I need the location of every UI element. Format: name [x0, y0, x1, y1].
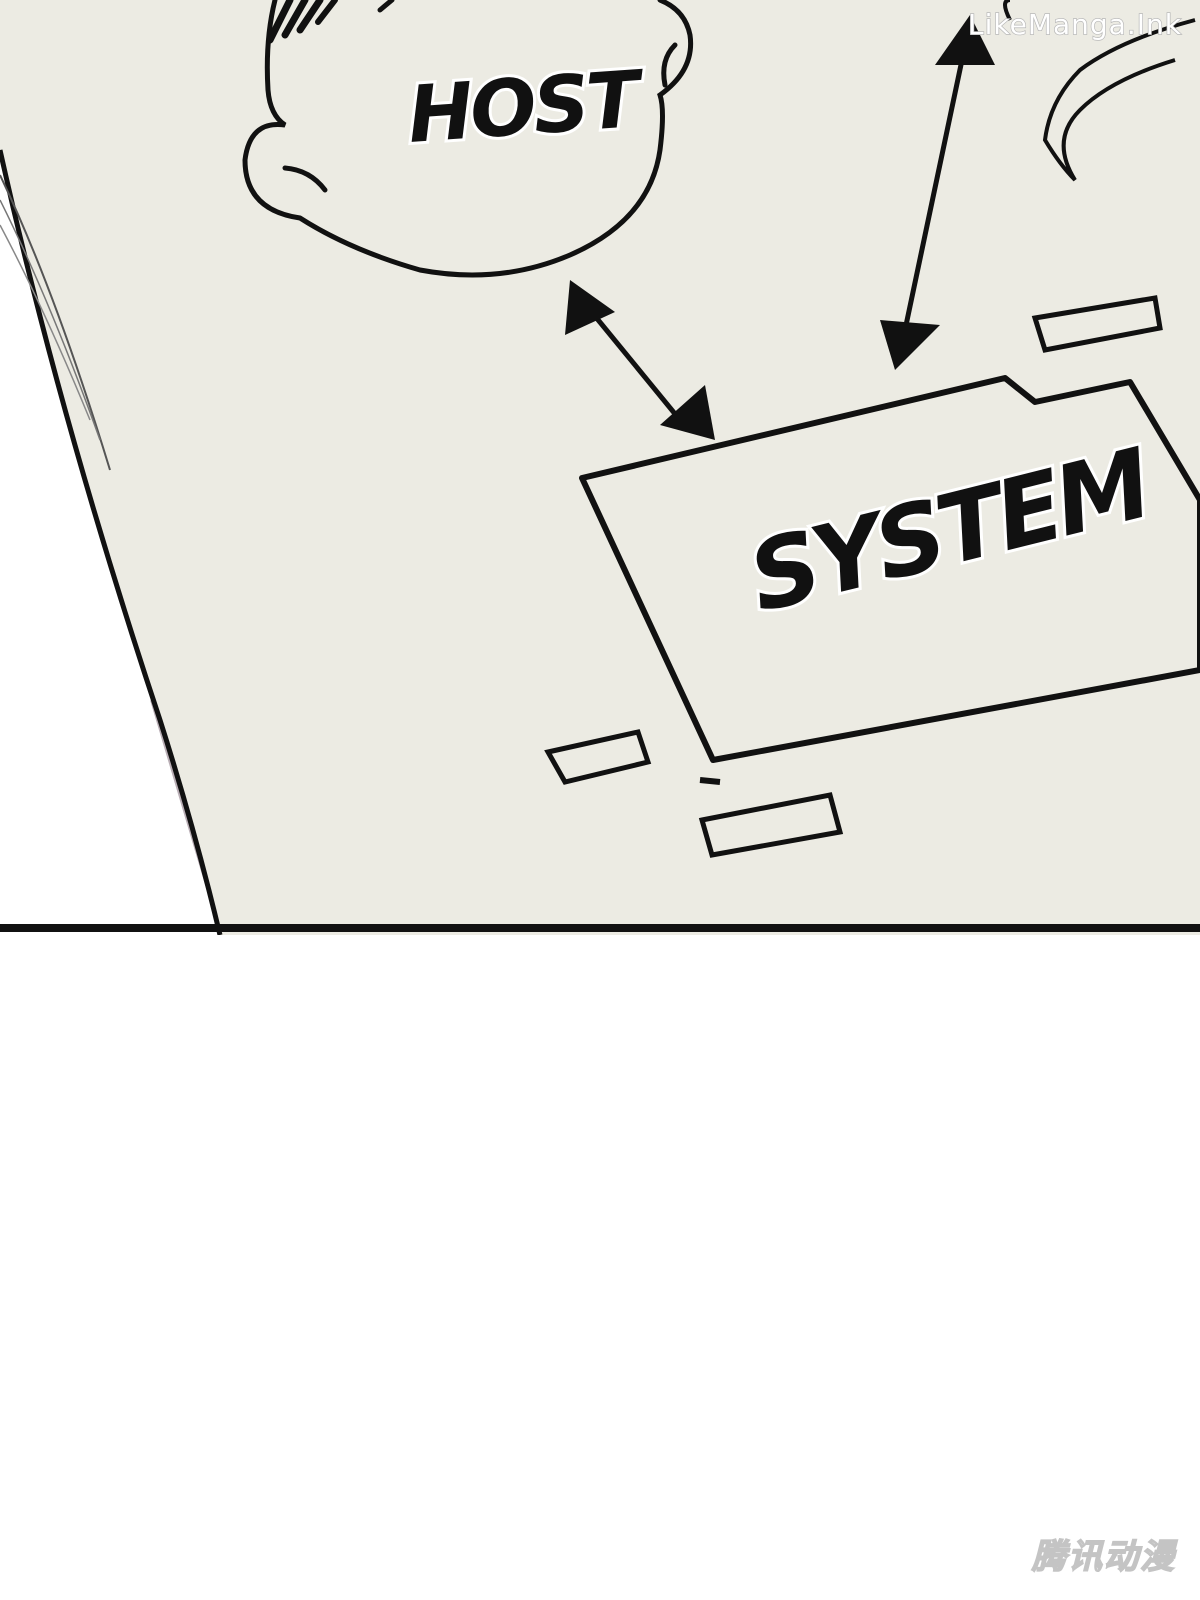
page-gutter: 腾讯动漫 — [0, 935, 1200, 1600]
panel-border — [0, 924, 1200, 932]
small-note-boxes — [544, 295, 1163, 858]
sketch-drawing: HOST SYSTEM LikeManga.Ink — [0, 0, 1200, 935]
comic-panel: HOST SYSTEM LikeManga.Ink — [0, 0, 1200, 935]
paper-stack-line — [0, 224, 91, 421]
figure-system-arrow — [880, 15, 995, 370]
host-label: HOST — [405, 55, 648, 161]
publisher-logo: 腾讯动漫 — [1031, 1536, 1176, 1578]
host-system-arrow — [565, 280, 715, 440]
paper-stack-line — [0, 199, 101, 441]
second-figure-drawing — [1003, 0, 1012, 21]
paper-stack-line — [0, 174, 111, 471]
system-folder-drawing — [579, 375, 1200, 785]
site-watermark: LikeManga.Ink — [968, 8, 1182, 41]
paper-edge — [0, 149, 223, 935]
host-head-drawing — [242, 0, 694, 278]
second-figure-drawing — [1042, 18, 1196, 182]
